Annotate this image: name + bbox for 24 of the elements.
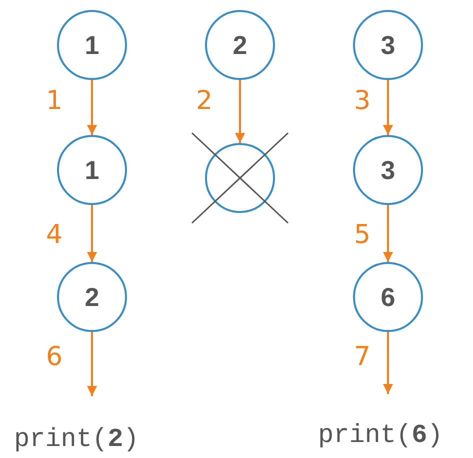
edge-label: 3 (354, 88, 371, 114)
edge-label: 5 (354, 222, 371, 248)
edge-label: 2 (196, 88, 213, 114)
arrow (87, 205, 97, 262)
arrow (383, 80, 393, 135)
arrow (87, 332, 97, 396)
edge-label: 7 (354, 344, 371, 370)
empty-circle (205, 143, 275, 213)
code-text: print(2) (14, 426, 139, 452)
arrow (235, 80, 245, 143)
node-number: 2 (84, 282, 100, 312)
node-number: 3 (380, 154, 396, 186)
arrow (383, 332, 393, 394)
node-number: 1 (84, 154, 100, 186)
node-number: 2 (232, 30, 248, 60)
arrow (383, 205, 393, 262)
node-number: 3 (380, 30, 396, 60)
code-text: print(6) (318, 422, 443, 448)
edge-label: 4 (46, 222, 63, 248)
arrow (87, 80, 97, 135)
node-number: 1 (84, 30, 100, 60)
edge-label: 1 (46, 88, 63, 114)
node-number: 6 (380, 282, 396, 312)
edge-label: 6 (46, 344, 63, 370)
